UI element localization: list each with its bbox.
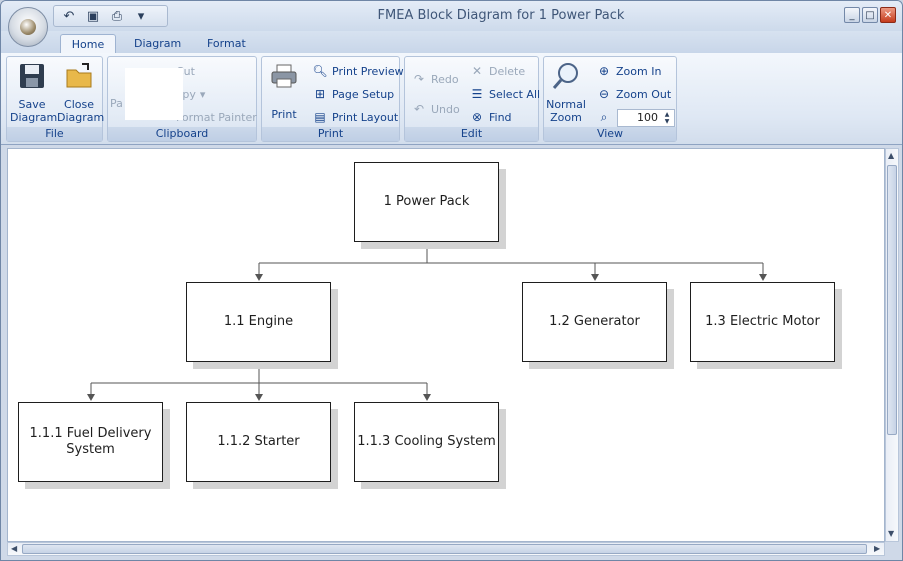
print-layout-button[interactable]: ▤ Print Layout — [312, 107, 398, 127]
zoom-out-icon: ⊖ — [598, 87, 610, 101]
save-diagram-label: Save Diagram — [10, 98, 58, 124]
zoom-out-button[interactable]: ⊖ Zoom Out — [596, 84, 671, 104]
scroll-left-icon[interactable]: ◀ — [11, 544, 18, 553]
format-painter-button[interactable]: Format Painter — [176, 107, 257, 127]
print-button[interactable]: Print — [262, 61, 306, 121]
delete-x-icon: ✕ — [471, 64, 483, 78]
block-electric-motor[interactable]: 1.3 Electric Motor — [690, 282, 835, 362]
scroll-down-icon[interactable]: ▼ — [888, 529, 895, 538]
spin-up-icon[interactable]: ▲ — [664, 111, 670, 118]
redo-button[interactable]: ↷ Redo — [411, 69, 459, 89]
block-fuel-delivery[interactable]: 1.1.1 Fuel Delivery System — [18, 402, 163, 482]
zoom-level-input[interactable]: 100 ▲▼ — [617, 109, 675, 127]
zoom-level-control: ⌕ — [596, 107, 612, 127]
page-setup-label: Page Setup — [332, 87, 395, 101]
tab-format[interactable]: Format — [207, 37, 246, 50]
zoom-spinner[interactable]: ▲▼ — [661, 111, 673, 125]
floppy-disk-icon — [20, 64, 44, 88]
format-painter-label: Format Painter — [176, 110, 257, 124]
tab-home[interactable]: Home — [60, 34, 116, 54]
title-bar: ↶ ▣ ⎙ ▾ FMEA Block Diagram for 1 Power P… — [1, 1, 902, 31]
print-icon[interactable]: ⎙ — [111, 8, 123, 24]
horizontal-scrollbar[interactable]: ◀ ▶ — [7, 542, 885, 556]
app-logo-icon — [20, 19, 36, 35]
zoom-in-label: Zoom In — [616, 64, 662, 78]
zoom-in-icon: ⊕ — [598, 64, 610, 78]
scroll-right-icon[interactable]: ▶ — [874, 544, 881, 553]
group-edit: ↷ Redo ↶ Undo ✕ Delete ☰ Select All ⊗ Find Ed… — [404, 56, 540, 142]
page-layout-icon: ▤ — [314, 110, 326, 124]
folder-icon — [66, 63, 92, 88]
application-menu-button[interactable] — [8, 7, 48, 47]
magnifier-page-icon: 🔍︎ — [312, 64, 328, 78]
find-button[interactable]: ⊗ Find — [469, 107, 512, 127]
spin-down-icon[interactable]: ▼ — [664, 118, 670, 125]
diagram-canvas[interactable]: 1 Power Pack 1.1 Engine 1.2 Generator 1.… — [7, 148, 885, 542]
maximize-button[interactable]: □ — [862, 7, 878, 23]
group-file-label: File — [7, 127, 102, 141]
block-cooling-system[interactable]: 1.1.3 Cooling System — [354, 402, 499, 482]
block-power-pack[interactable]: 1 Power Pack — [354, 162, 499, 242]
print-preview-button[interactable]: 🔍︎ Print Preview — [312, 61, 404, 81]
group-clipboard-label: Clipboard — [108, 127, 256, 141]
close-diagram-button[interactable]: Close Diagram — [57, 61, 105, 124]
select-all-label: Select All — [489, 87, 541, 101]
delete-label: Delete — [489, 64, 526, 78]
undo-label: Undo — [431, 102, 460, 116]
print-label: Print — [271, 108, 297, 121]
horizontal-scroll-thumb[interactable] — [22, 544, 867, 554]
chevron-down-icon: ▾ — [199, 87, 206, 101]
group-view: Normal Zoom ⊕Zoom In ⊖Zoom Out ⌕ 100 ▲▼ … — [543, 56, 677, 142]
grid-icon: ⊞ — [314, 87, 326, 101]
select-all-icon: ☰ — [471, 87, 483, 101]
redacted-area — [125, 68, 183, 120]
zoom-out-label: Zoom Out — [616, 87, 672, 101]
save-diagram-button[interactable]: Save Diagram — [10, 61, 58, 124]
minimize-button[interactable]: _ — [844, 7, 860, 23]
print-layout-label: Print Layout — [332, 110, 399, 124]
undo-icon[interactable]: ↶ — [63, 8, 75, 24]
group-print-label: Print — [262, 127, 399, 141]
group-file: Save Diagram Close Diagram File — [6, 56, 105, 142]
connector-lines — [87, 242, 767, 401]
quick-access-toolbar: ↶ ▣ ⎙ ▾ — [53, 5, 168, 27]
find-label: Find — [489, 110, 512, 124]
select-all-button[interactable]: ☰ Select All — [469, 84, 540, 104]
customize-toolbar-icon[interactable]: ▾ — [137, 8, 145, 24]
block-engine[interactable]: 1.1 Engine — [186, 282, 331, 362]
printer-icon — [271, 64, 297, 88]
zoom-level-value: 100 — [637, 111, 658, 124]
ribbon: Save Diagram Close Diagram File Pa ✂Cut … — [1, 53, 902, 145]
scroll-up-icon[interactable]: ▲ — [888, 151, 895, 160]
save-icon[interactable]: ▣ — [86, 8, 100, 24]
ribbon-tabs: Home Diagram Format — [1, 31, 902, 54]
undo-icon: ↶ — [413, 102, 425, 116]
block-generator[interactable]: 1.2 Generator — [522, 282, 667, 362]
close-button[interactable]: ✕ — [880, 7, 896, 23]
window-controls: _ □ ✕ — [844, 7, 896, 23]
redo-icon: ↷ — [413, 72, 425, 86]
print-preview-label: Print Preview — [332, 64, 404, 78]
paste-button[interactable]: Pa — [110, 97, 123, 110]
tab-diagram[interactable]: Diagram — [134, 37, 182, 50]
redo-label: Redo — [431, 72, 459, 86]
group-view-label: View — [544, 127, 676, 141]
group-print: Print 🔍︎ Print Preview ⊞ Page Setup ▤ Print… — [261, 56, 404, 142]
page-setup-button[interactable]: ⊞ Page Setup — [312, 84, 394, 104]
undo-button[interactable]: ↶ Undo — [411, 99, 460, 119]
normal-zoom-label: Normal Zoom — [546, 98, 586, 124]
magnifier-icon — [552, 63, 578, 89]
zoom-in-button[interactable]: ⊕ Zoom In — [596, 61, 661, 81]
normal-zoom-button[interactable]: Normal Zoom — [544, 61, 588, 124]
close-diagram-label: Close Diagram — [57, 98, 105, 124]
group-edit-label: Edit — [405, 127, 538, 141]
block-starter[interactable]: 1.1.2 Starter — [186, 402, 331, 482]
vertical-scroll-thumb[interactable] — [887, 165, 897, 435]
binoculars-icon: ⊗ — [471, 110, 483, 124]
window-title: FMEA Block Diagram for 1 Power Pack — [377, 8, 625, 23]
zoom-level-icon: ⌕ — [600, 109, 608, 124]
delete-button[interactable]: ✕ Delete — [469, 61, 525, 81]
vertical-scrollbar[interactable]: ▲ ▼ — [885, 148, 899, 542]
